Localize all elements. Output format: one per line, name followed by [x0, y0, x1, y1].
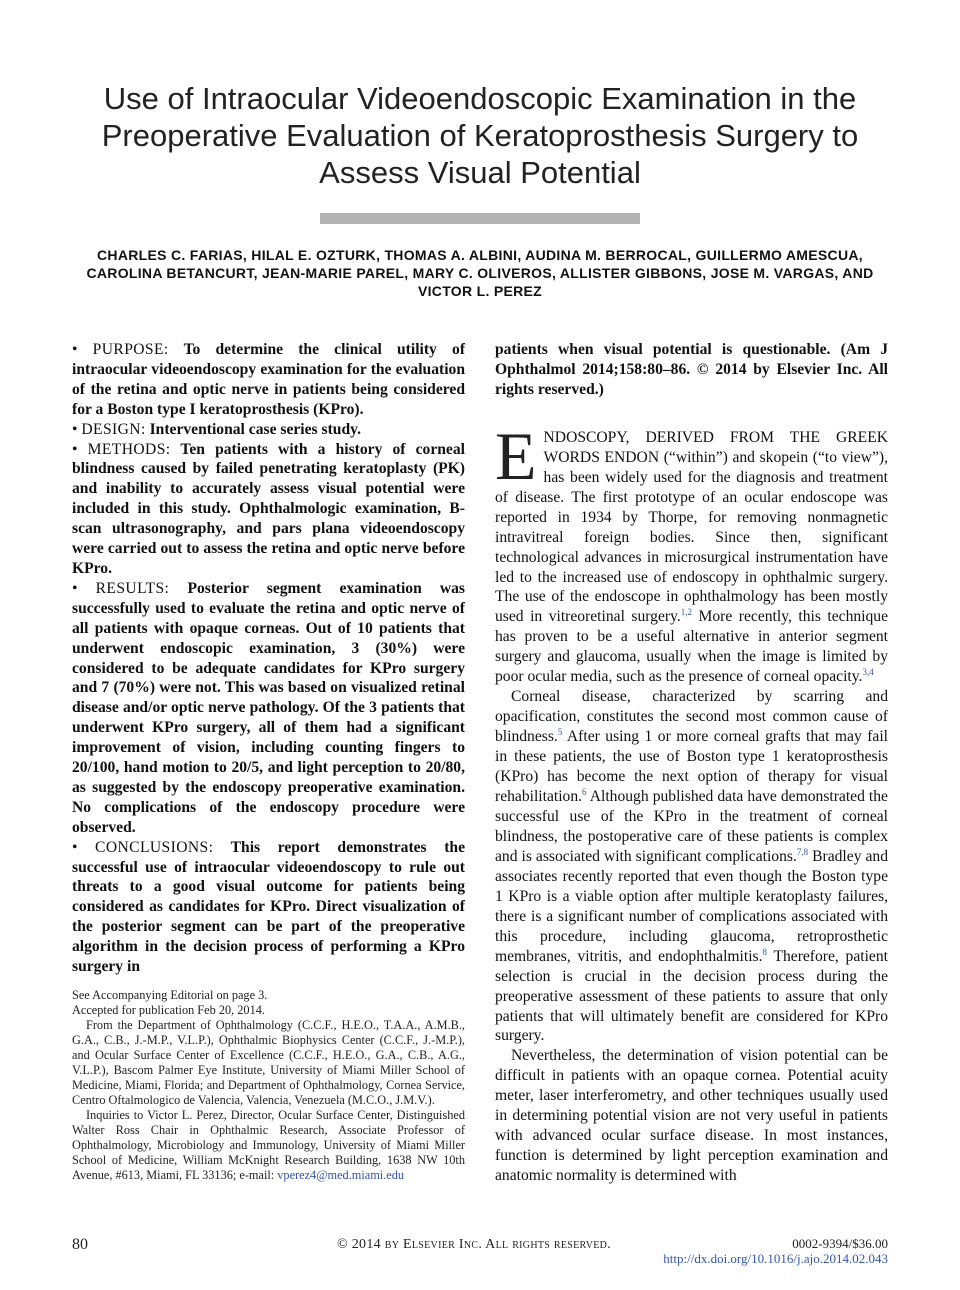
results-label: RESULTS: [95, 579, 170, 597]
accepted-date: Accepted for publication Feb 20, 2014. [72, 1003, 265, 1017]
doi-link[interactable]: http://dx.doi.org/10.1016/j.ajo.2014.02.… [663, 1251, 888, 1266]
author-list: CHARLES C. FARIAS, HILAL E. OZTURK, THOM… [86, 247, 874, 299]
abstract-design: • DESIGN: Interventional case series stu… [72, 420, 361, 438]
copyright-notice: © 2014 by Elsevier Inc. All rights reser… [337, 1237, 611, 1252]
abstract: • PURPOSE: To determine the clinical uti… [72, 340, 465, 977]
reference-link[interactable]: 3,4 [862, 667, 874, 678]
reference-link[interactable]: 5 [557, 726, 563, 737]
abstract-purpose: • PURPOSE: To determine the clinical uti… [72, 341, 466, 418]
issn: 0002-9394/$36.00 [792, 1236, 888, 1251]
article-footnotes: See Accompanying Editorial on page 3. Ac… [72, 988, 465, 1183]
design-label: DESIGN: [81, 420, 146, 438]
abstract-results: • RESULTS: Posterior segment examination… [72, 579, 466, 836]
correspondence: Inquiries to Victor L. Perez, Director, … [72, 1108, 465, 1182]
reference-link[interactable]: 6 [582, 786, 587, 797]
drop-cap: E [495, 417, 537, 494]
editorial-note: See Accompanying Editorial on page 3. [72, 988, 268, 1002]
reference-link[interactable]: 7,8 [796, 846, 809, 857]
purpose-label: PURPOSE: [92, 341, 169, 358]
abstract-methods: • METHODS: Ten patients with a history o… [72, 440, 465, 577]
email-link[interactable]: vperez4@med.miami.edu [277, 1168, 405, 1182]
body-paragraph-3: Nevertheless, the determination of visio… [495, 1047, 888, 1185]
abstract-conclusions: • CONCLUSIONS: This report demonstrates … [72, 838, 465, 976]
right-column: patients when visual potential is questi… [495, 340, 888, 1186]
reference-link[interactable]: 1,2 [680, 607, 693, 618]
article-title: Use of Intraocular Videoendoscopic Exami… [101, 81, 859, 190]
citation: (Am J Ophthalmol 2014;158:80–86. © 2014 … [495, 341, 889, 398]
methods-label: METHODS: [87, 440, 171, 458]
title-divider [320, 213, 640, 224]
affiliations: From the Department of Ophthalmology (C.… [72, 1018, 465, 1107]
page-number: 80 [72, 1236, 88, 1253]
abstract-continuation: patients when visual potential is questi… [495, 341, 889, 398]
body-paragraph-2: Corneal disease, characterized by scarri… [495, 688, 888, 1045]
reference-link[interactable]: 8 [762, 946, 768, 957]
conclusions-label: CONCLUSIONS: [95, 838, 214, 856]
issn-doi: 0002-9394/$36.00 http://dx.doi.org/10.10… [663, 1236, 888, 1266]
